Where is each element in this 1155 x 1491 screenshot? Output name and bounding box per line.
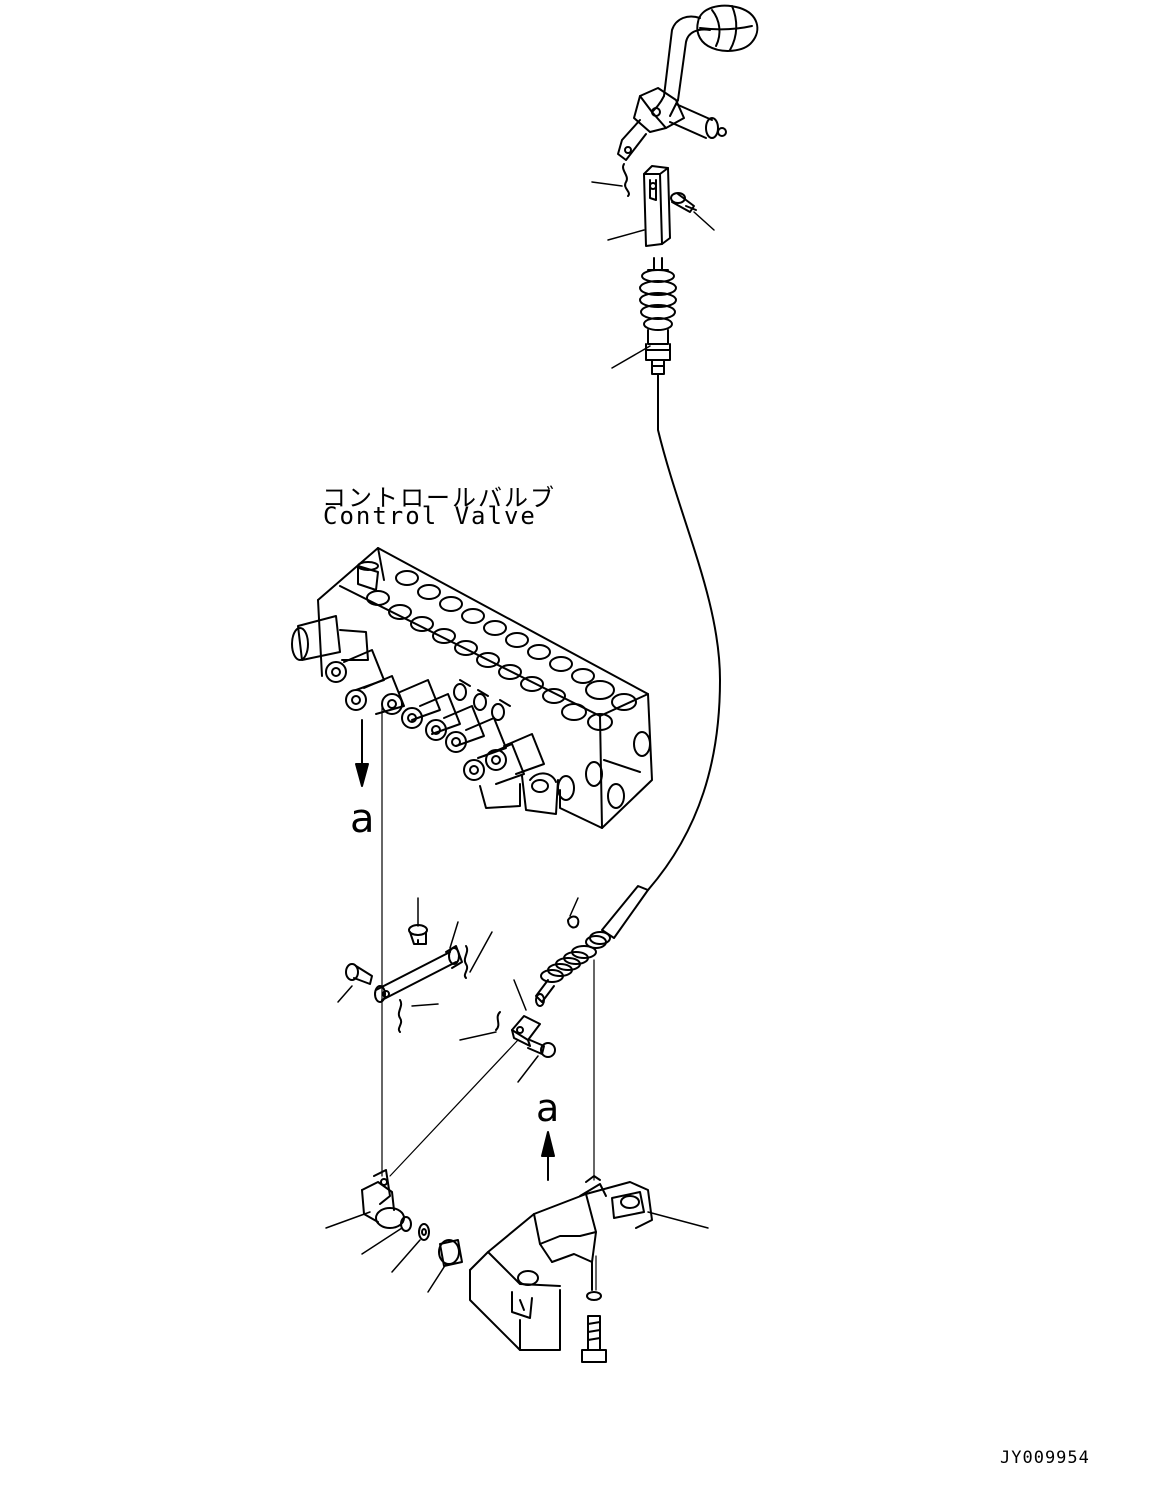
control-valve-label-jp: コントロールバルブ bbox=[322, 484, 556, 512]
control-valve-label-en: Control Valve bbox=[323, 502, 537, 530]
cable-clevis-bottom bbox=[512, 1016, 540, 1046]
leader-lines-bottom bbox=[326, 1212, 708, 1292]
bolt-top bbox=[671, 193, 696, 212]
leader-lines-middle bbox=[338, 898, 578, 1082]
cable-clevis-top bbox=[644, 166, 670, 246]
reference-label-a-top: a bbox=[350, 796, 375, 842]
lever-bracket-small bbox=[362, 1170, 404, 1228]
reference-arrow-down bbox=[356, 720, 368, 786]
drawing-number: JY009954 bbox=[1000, 1448, 1090, 1468]
reference-label-a-bottom: a bbox=[536, 1086, 560, 1130]
pin-left bbox=[346, 964, 372, 984]
linkage-rod bbox=[375, 946, 462, 1002]
leader-lines-top bbox=[592, 182, 714, 368]
cable-end-spring bbox=[536, 886, 648, 1006]
control-valve bbox=[292, 548, 652, 828]
mounting-bracket bbox=[470, 1176, 652, 1350]
bolt-bottom bbox=[582, 1292, 606, 1362]
bolt-middle bbox=[528, 1040, 555, 1057]
control-cable bbox=[648, 374, 720, 890]
assembly-guide-lines bbox=[382, 704, 596, 1290]
reference-arrow-up bbox=[542, 1132, 554, 1180]
pin-upper bbox=[409, 925, 427, 944]
cable-boot-top bbox=[640, 258, 676, 374]
cotter-pins-middle bbox=[399, 946, 500, 1032]
cotter-pin-top bbox=[623, 164, 629, 196]
washers-bushing bbox=[401, 1217, 462, 1266]
control-lever bbox=[618, 6, 757, 160]
